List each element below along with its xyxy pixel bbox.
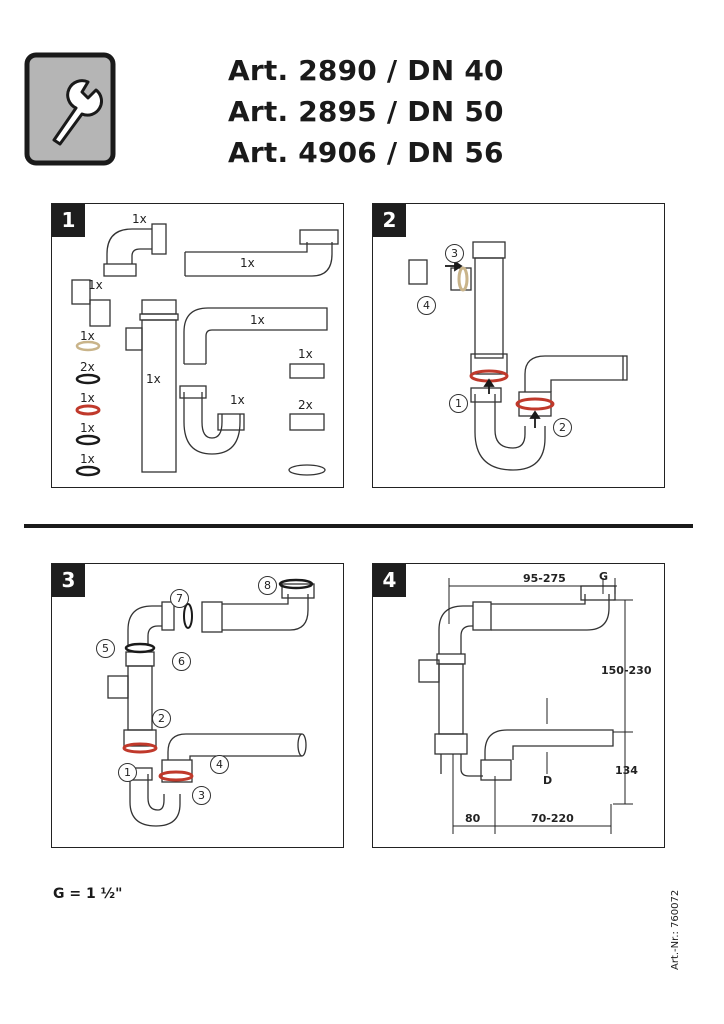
qty-nut: 1x xyxy=(298,347,313,361)
step-2-marker: 2 xyxy=(152,709,171,728)
article-number: Art.-Nr.: 760072 xyxy=(670,889,681,970)
step-3-marker: 3 xyxy=(192,786,211,805)
parts-illustration xyxy=(71,223,339,477)
panel-assembly-step-2: 2 1 2 3 4 xyxy=(372,203,665,488)
assembly-illustration xyxy=(408,241,628,471)
qty-elbow: 1x xyxy=(132,212,147,226)
qty-flat-gasket: 1x xyxy=(80,329,95,343)
section-divider xyxy=(24,524,693,528)
panel-dimensions: 4 xyxy=(372,563,665,848)
step-6-marker: 6 xyxy=(172,652,191,671)
title-line-1: Art. 2890 / DN 40 xyxy=(228,54,504,87)
step-4-marker: 4 xyxy=(417,296,436,315)
step-2-marker: 2 xyxy=(553,418,572,437)
panel-number: 1 xyxy=(52,204,85,237)
title-line-3: Art. 4906 / DN 56 xyxy=(228,136,504,169)
qty-black-ring-3: 1x xyxy=(80,452,95,466)
step-8-marker: 8 xyxy=(258,576,277,595)
step-3-marker: 3 xyxy=(445,244,464,263)
panel-number: 3 xyxy=(52,564,85,597)
panel-assembly-step-3: 3 1 2 3 4 5 6 7 8 xyxy=(51,563,344,848)
qty-nuts: 2x xyxy=(298,398,313,412)
dim-length: 70-220 xyxy=(531,812,574,825)
thread-note: G = 1 ½" xyxy=(53,886,123,902)
dim-offset: 80 xyxy=(465,812,481,825)
panel-number: 4 xyxy=(373,564,406,597)
step-7-marker: 7 xyxy=(170,589,189,608)
dim-width-top: 95-275 xyxy=(523,572,566,585)
qty-red-ring: 1x xyxy=(80,391,95,405)
dim-height-upper: 150-230 xyxy=(601,664,652,677)
wrench-icon xyxy=(24,52,116,166)
assembly-illustration xyxy=(107,578,315,827)
step-1-marker: 1 xyxy=(118,763,137,782)
qty-side-inlet: 1x xyxy=(88,278,103,292)
panel-parts-list: 1 xyxy=(51,203,344,488)
title-line-2: Art. 2895 / DN 50 xyxy=(228,95,504,128)
step-1-marker: 1 xyxy=(449,394,468,413)
qty-black-ring-2: 1x xyxy=(80,421,95,435)
qty-long-bend: 1x xyxy=(250,313,265,327)
qty-main-tube: 1x xyxy=(146,372,161,386)
qty-bent-pipe: 1x xyxy=(240,256,255,270)
panel-number: 2 xyxy=(373,204,406,237)
dim-height-lower: 134 xyxy=(615,764,638,777)
dim-diameter: D xyxy=(543,774,553,787)
dimension-drawing xyxy=(418,578,633,834)
qty-u-trap: 1x xyxy=(230,393,245,407)
qty-black-ring: 2x xyxy=(80,360,95,374)
article-titles: Art. 2890 / DN 40 Art. 2895 / DN 50 Art.… xyxy=(228,50,504,173)
step-4-marker: 4 xyxy=(210,755,229,774)
wrench-logo xyxy=(24,52,116,166)
step-5-marker: 5 xyxy=(96,639,115,658)
dim-thread: G xyxy=(599,570,609,583)
